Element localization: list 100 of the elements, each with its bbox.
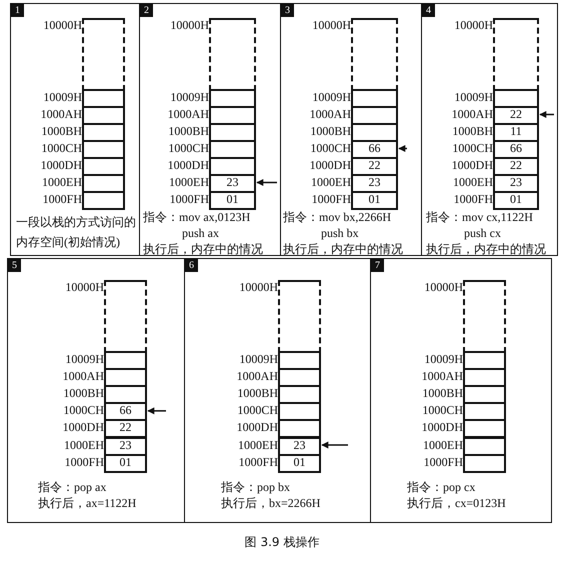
pointer-arrow (321, 442, 348, 449)
memory-cell (82, 89, 125, 108)
address-label: 1000CH (41, 142, 82, 155)
memory-cell (351, 140, 398, 159)
memory-cell (351, 106, 398, 125)
step-description: push ax (182, 226, 219, 241)
address-label: 1000EH (311, 176, 351, 189)
memory-range (351, 18, 398, 91)
step-panel (7, 258, 185, 523)
memory-cell (209, 123, 256, 142)
step-panel (184, 258, 371, 523)
address-label: 1000CH (237, 404, 278, 418)
address-label: 10009H (239, 353, 278, 366)
address-label: 1000AH (168, 108, 209, 121)
cell-value: 22 (510, 107, 522, 121)
address-label: 1000DH (422, 421, 463, 434)
memory-cell (82, 140, 125, 159)
cell-value: 23 (120, 438, 132, 452)
step-panel (370, 258, 552, 523)
memory-range (82, 18, 125, 91)
address-label: 1000AH (62, 370, 104, 384)
cell-value: 66 (510, 141, 522, 155)
address-label: 1000EH (64, 438, 104, 452)
address-label: 10009H (454, 91, 493, 104)
address-label: 1000EH (238, 438, 278, 452)
memory-cell (209, 191, 256, 210)
address-label: 1000CH (168, 142, 209, 155)
memory-cell (463, 351, 506, 370)
step-panel (280, 3, 422, 256)
address-label: 1000BH (63, 387, 104, 400)
step-panel (10, 3, 140, 256)
memory-cell (278, 402, 321, 422)
step-description: push bx (321, 226, 359, 241)
cell-value: 01 (226, 192, 238, 206)
address-label: 1000FH (454, 193, 493, 206)
cell-value: 22 (120, 420, 132, 434)
memory-cell (493, 191, 539, 210)
cell-value: 01 (510, 192, 522, 206)
address-label: 10000H (65, 281, 104, 294)
address-label: 1000DH (236, 421, 278, 434)
step-number: 4 (422, 4, 435, 17)
memory-cell (82, 191, 125, 210)
address-label: 1000FH (64, 456, 104, 469)
address-label: 1000DH (40, 159, 82, 172)
memory-cell (104, 368, 147, 388)
address-label: 1000EH (453, 176, 493, 189)
memory-cell (278, 368, 321, 388)
cell-value: 23 (226, 175, 238, 189)
memory-cell (104, 402, 147, 422)
memory-cell (82, 123, 125, 142)
memory-cell (209, 157, 256, 176)
cell-value: 11 (510, 124, 522, 138)
memory-cell (351, 174, 398, 193)
address-label: 1000FH (424, 456, 463, 469)
memory-cell (104, 419, 147, 438)
cell-value: 66 (368, 141, 380, 155)
address-label: 10009H (312, 91, 351, 104)
cell-value: 66 (120, 403, 132, 418)
address-label: 1000CH (63, 404, 104, 418)
address-label: 1000DH (168, 159, 209, 172)
address-label: 1000BH (310, 125, 351, 138)
address-label: 1000FH (312, 193, 351, 206)
pointer-arrow (398, 145, 407, 152)
memory-cell (463, 402, 506, 422)
memory-cell (463, 385, 506, 404)
memory-cell (104, 436, 147, 456)
step-description: 执行后，内存中的情况 (426, 242, 546, 257)
step-description: 指令：mov ax,0123H (143, 210, 250, 225)
address-label: 1000DH (452, 159, 493, 172)
step-description: 指令：mov bx,2266H (283, 210, 391, 225)
step-description: 一段以栈的方式访问的内存空间(初始情况) (16, 214, 137, 251)
address-label: 1000AH (422, 370, 463, 384)
memory-cell (463, 436, 506, 456)
memory-cell (493, 89, 539, 108)
memory-cell (463, 419, 506, 438)
step-number: 6 (185, 259, 198, 272)
address-label: 10009H (424, 353, 463, 366)
memory-cell (463, 368, 506, 388)
step-number: 2 (140, 4, 153, 17)
figure-caption: 图 3.9 栈操作 (244, 535, 320, 549)
memory-cell (209, 174, 256, 193)
memory-cell (104, 385, 147, 404)
address-label: 10009H (43, 91, 82, 104)
cell-value: 23 (510, 175, 522, 189)
address-label: 1000BH (168, 125, 209, 138)
cell-value: 01 (368, 192, 380, 206)
cell-value: 22 (368, 158, 380, 172)
memory-cell (209, 89, 256, 108)
memory-range (278, 280, 321, 353)
address-label: 1000FH (42, 193, 82, 206)
memory-range (209, 18, 256, 91)
step-description: 执行后，ax=1122H (38, 496, 136, 511)
cell-value: 23 (368, 175, 380, 189)
step-number: 3 (281, 4, 294, 17)
address-label: 1000EH (169, 176, 209, 189)
memory-cell (278, 419, 321, 438)
address-label: 1000CH (422, 404, 463, 418)
memory-cell (104, 454, 147, 473)
step-description: 指令：mov cx,1122H (426, 210, 533, 225)
address-label: 1000AH (310, 108, 351, 121)
